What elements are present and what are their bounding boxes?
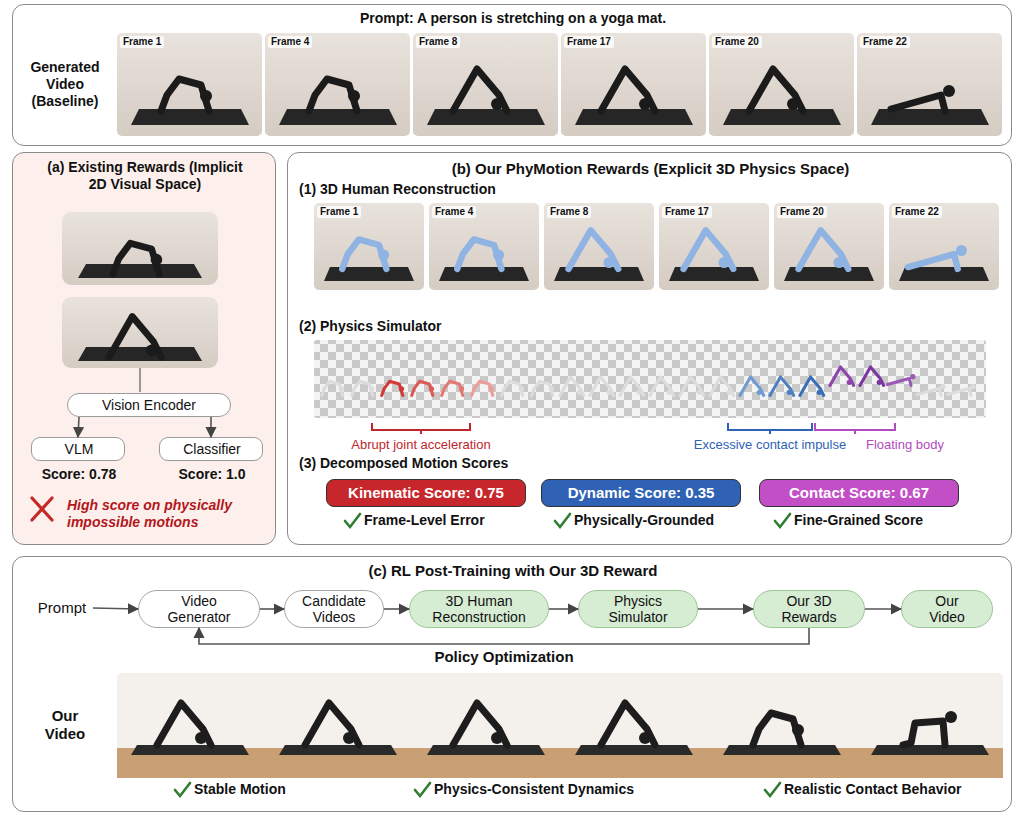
node-text: Dynamic Score: 0.35 [568, 484, 715, 501]
recon-frame [544, 203, 654, 290]
model-box: VLMScore: 0.78 [31, 437, 125, 461]
node-text: Classifier [160, 441, 264, 458]
process-oval: 3D Human Reconstruction [409, 590, 549, 628]
recon-frame [429, 203, 539, 290]
encoder-box: Vision Encoder [67, 393, 231, 417]
node-text: Our Video [922, 593, 972, 625]
check-mark [415, 783, 430, 796]
cross-symbol [32, 498, 52, 520]
simulator-strip [314, 340, 986, 418]
check-mark [775, 514, 790, 527]
node-text: 3D Human Reconstruction [420, 593, 538, 625]
video-frame [561, 33, 706, 136]
node-text: (c) RL Post-Training with Our 3D Reward [13, 562, 1013, 580]
node-text: Prompt: A person is stretching on a yoga… [13, 10, 1013, 27]
node-text: Physics Simulator [593, 593, 683, 625]
input-image [62, 297, 218, 368]
node-text: (b) Our PhyMotion Rewards (Explicit 3D P… [288, 160, 1013, 178]
flow-arrow [260, 608, 284, 610]
bracket [815, 423, 895, 434]
video-frame [709, 33, 854, 136]
input-text: Prompt [31, 594, 93, 622]
recon-frame [889, 203, 999, 290]
panel-box: (a) Existing Rewards (Implicit 2D Visual… [12, 152, 276, 545]
flow-arrow [698, 608, 753, 610]
node-text: Prompt [38, 599, 86, 616]
node-text: Our 3D Rewards [774, 593, 844, 625]
video-frame [117, 33, 262, 136]
flow-arrow [93, 608, 138, 609]
node-text: Contact Score: 0.67 [789, 484, 929, 501]
process-oval: Physics Simulator [578, 590, 698, 628]
process-oval: Our Video [901, 590, 993, 628]
video-frame [265, 33, 410, 136]
input-image [62, 212, 218, 285]
panel-box: Prompt: A person is stretching on a yoga… [12, 4, 1012, 146]
flow-arrow [865, 608, 901, 610]
panel-box: (c) RL Post-Training with Our 3D RewardP… [12, 556, 1012, 812]
feed-line [139, 368, 140, 392]
node-subtext: Score: 0.78 [24, 466, 134, 483]
check-mark [345, 514, 360, 527]
flow-arrow [549, 608, 578, 610]
flow-arrow [210, 417, 212, 437]
check-mark [555, 514, 570, 527]
node-text: Video Generator [154, 593, 244, 625]
process-oval: Candidate Videos [284, 590, 384, 628]
video-frame [413, 33, 558, 136]
score-box: Dynamic Score: 0.35 [541, 479, 741, 507]
node-subtext: Generated Video (Baseline) [15, 59, 115, 109]
node-text: VLM [32, 441, 126, 458]
node-text: Kinematic Score: 0.75 [348, 484, 504, 501]
model-box: ClassifierScore: 1.0 [159, 437, 263, 461]
check-mark [765, 783, 780, 796]
node-text: Vision Encoder [102, 397, 196, 413]
flow-arrow [78, 417, 79, 437]
recon-frame [659, 203, 769, 290]
node-text: Candidate Videos [294, 593, 374, 625]
bracket [372, 423, 470, 434]
process-oval: Our 3D Rewards [753, 590, 865, 628]
bracket [728, 423, 812, 434]
result-strip [117, 673, 1003, 778]
node-subtext: Score: 1.0 [152, 466, 272, 483]
node-subtext: High score on physically impossible moti… [67, 497, 272, 531]
node-text: (a) Existing Rewards (Implicit 2D Visual… [45, 159, 245, 193]
process-oval: Video Generator [138, 590, 260, 628]
recon-frame [314, 203, 424, 290]
flow-arrow [199, 628, 809, 644]
recon-frame [774, 203, 884, 290]
flow-arrow [384, 608, 409, 610]
check-mark [175, 783, 190, 796]
score-box: Kinematic Score: 0.75 [326, 479, 526, 507]
video-frame [857, 33, 1002, 136]
score-box: Contact Score: 0.67 [759, 479, 959, 507]
panel-box: (b) Our PhyMotion Rewards (Explicit 3D P… [287, 152, 1012, 545]
